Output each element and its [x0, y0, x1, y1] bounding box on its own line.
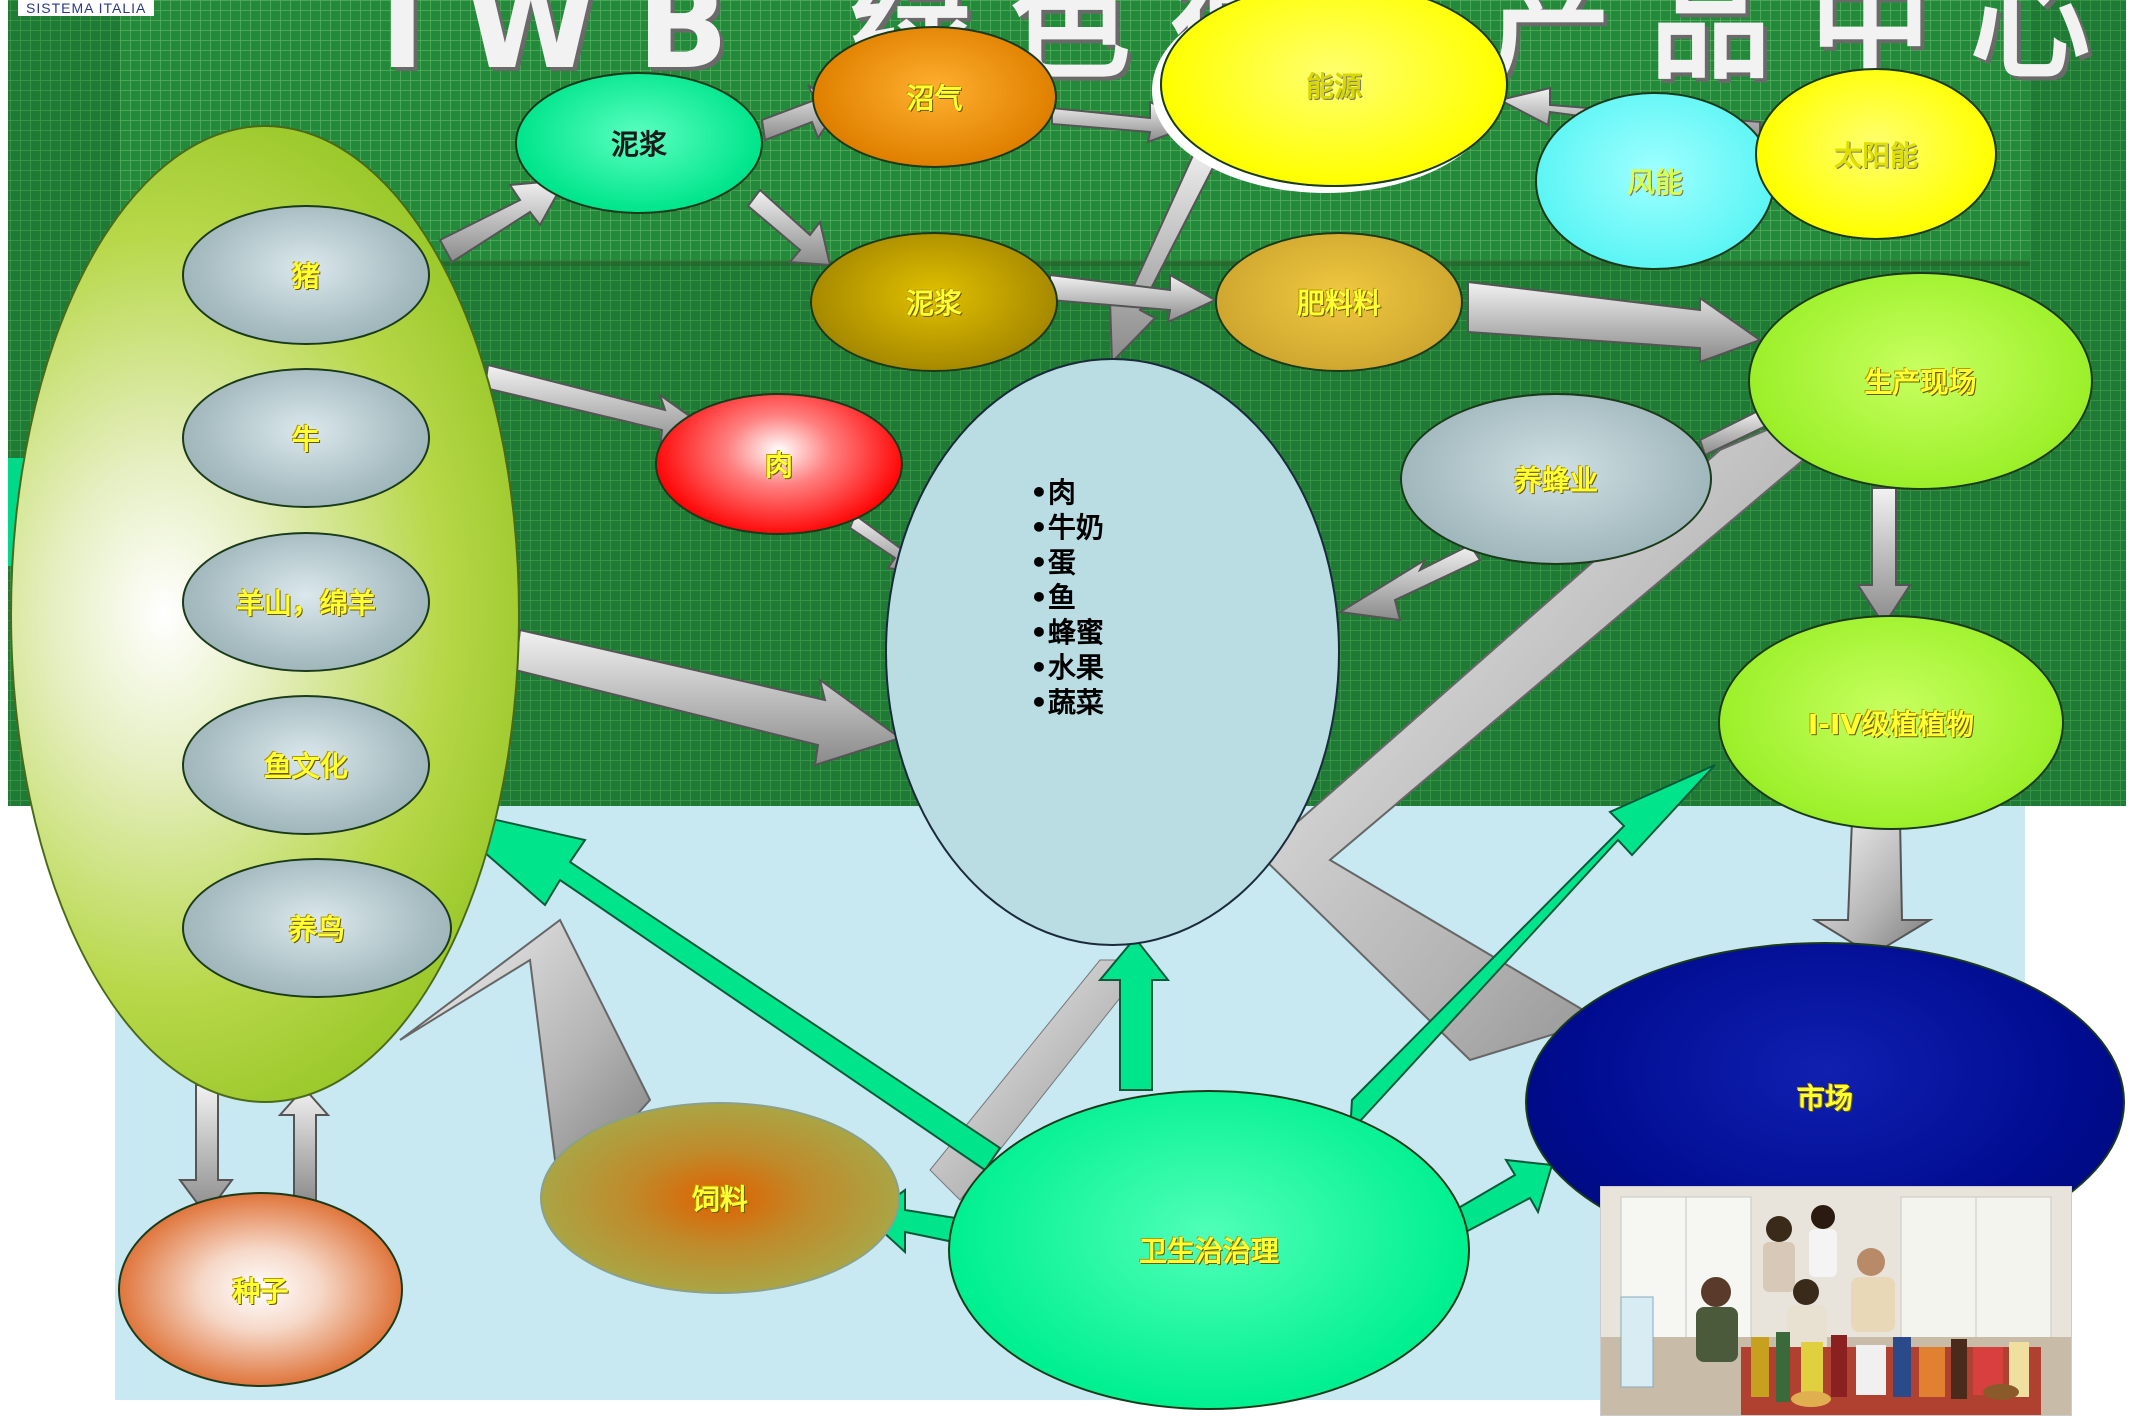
product-item: •牛奶	[1030, 510, 1104, 545]
arrow-slurry-to-slurry-mid	[748, 190, 830, 265]
products-list: •肉 •牛奶 •蛋 •鱼 •蜂蜜 •水果 •蔬菜	[1030, 475, 1104, 720]
node-slurry-mid[interactable]: 泥浆	[810, 232, 1058, 372]
arrow-production-to-plants	[1858, 488, 1910, 625]
arrow-energy-to-products	[1110, 140, 1222, 362]
node-solar-label: 太阳能	[1834, 134, 1918, 174]
livestock-goat-sheep[interactable]: 羊山，绵羊	[182, 532, 430, 672]
arrow-pig-to-slurry	[440, 180, 565, 262]
node-slurry-mid-label: 泥浆	[906, 282, 962, 322]
livestock-pig[interactable]: 猪	[182, 205, 430, 345]
product-item: •蛋	[1030, 545, 1104, 580]
products-ellipse[interactable]	[885, 358, 1340, 946]
node-production-site-label: 生产现场	[1864, 361, 1976, 401]
node-beekeeping-label: 养蜂业	[1514, 459, 1598, 499]
node-meat-label: 肉	[765, 444, 793, 484]
node-seeds[interactable]: 种子	[118, 1192, 403, 1387]
node-wind-label: 风能	[1627, 161, 1683, 201]
node-slurry-top-label: 泥浆	[611, 123, 667, 163]
livestock-goat-sheep-label: 羊山，绵羊	[236, 582, 376, 622]
node-wind[interactable]: 风能	[1535, 92, 1775, 270]
livestock-pig-label: 猪	[292, 255, 320, 295]
product-item: •蔬菜	[1030, 685, 1104, 720]
node-beekeeping[interactable]: 养蜂业	[1400, 393, 1712, 565]
livestock-fish[interactable]: 鱼文化	[182, 695, 430, 835]
node-production-site[interactable]: 生产现场	[1748, 272, 2093, 490]
arrow-plants-to-market	[1815, 820, 1930, 955]
node-plants[interactable]: I-IV级植植物	[1718, 615, 2064, 830]
node-energy-label: 能源	[1306, 65, 1362, 105]
arrow-seeds-to-livestock	[280, 1088, 328, 1205]
node-solar[interactable]: 太阳能	[1755, 68, 1997, 240]
node-biogas-label: 沼气	[906, 77, 962, 117]
node-meat[interactable]: 肉	[655, 393, 903, 535]
product-item: •肉	[1030, 475, 1104, 510]
product-item: •鱼	[1030, 580, 1104, 615]
node-feed-label: 饲料	[692, 1178, 748, 1218]
node-plants-label: I-IV级植植物	[1808, 703, 1974, 743]
node-hygiene[interactable]: 卫生治治理	[948, 1090, 1470, 1410]
family-groceries-photo	[1600, 1186, 2072, 1416]
node-slurry-top[interactable]: 泥浆	[515, 72, 763, 214]
livestock-cattle[interactable]: 牛	[182, 368, 430, 508]
node-feed[interactable]: 饲料	[540, 1102, 900, 1294]
node-seeds-label: 种子	[232, 1270, 288, 1310]
product-item: •水果	[1030, 650, 1104, 685]
livestock-birds[interactable]: 养鸟	[182, 858, 452, 998]
arrow-fertilizer-to-production	[1468, 282, 1760, 362]
arrow-beekeeping-to-products	[1340, 545, 1480, 620]
node-biogas[interactable]: 沼气	[812, 26, 1057, 168]
livestock-birds-label: 养鸟	[289, 908, 345, 948]
arrow-livestock-to-products	[515, 630, 900, 765]
product-item: •蜂蜜	[1030, 615, 1104, 650]
node-fertilizer-label: 肥料料	[1297, 282, 1381, 322]
node-hygiene-label: 卫生治治理	[1139, 1230, 1279, 1270]
node-fertilizer[interactable]: 肥料料	[1215, 232, 1463, 372]
family-photo-illustration	[1601, 1187, 2071, 1415]
livestock-cattle-label: 牛	[292, 418, 320, 458]
livestock-fish-label: 鱼文化	[264, 745, 348, 785]
arrow-hygiene-to-market	[1455, 1160, 1552, 1235]
node-market-label: 市场	[1797, 1077, 1853, 1117]
